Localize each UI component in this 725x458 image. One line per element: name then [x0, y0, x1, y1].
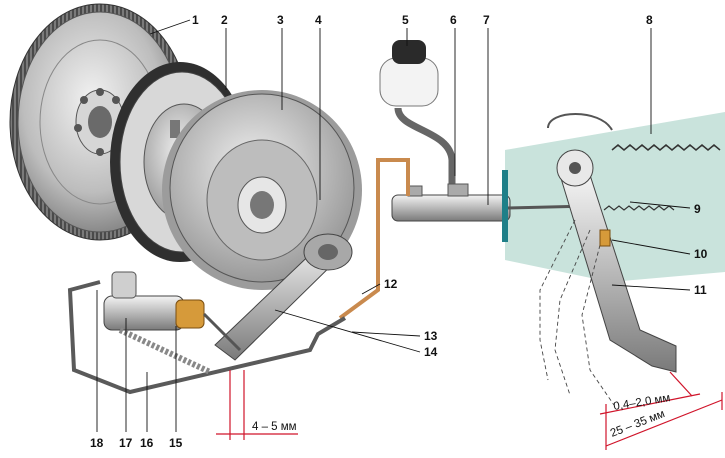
- hydraulic-pipe: [338, 158, 410, 320]
- callout-5: 5: [402, 13, 409, 27]
- pedal-stop-bolt: [599, 229, 611, 247]
- dimension-fork-label: 4 – 5 мм: [252, 421, 297, 433]
- callout-17: 17: [119, 436, 133, 450]
- callout-3: 3: [277, 13, 284, 27]
- return-spring: [611, 144, 721, 151]
- release-fork: [214, 233, 353, 361]
- callout-6: 6: [450, 13, 457, 27]
- leader-lines: [96, 19, 691, 432]
- pedal-outline-2: [581, 244, 615, 406]
- callout-10: 10: [694, 247, 708, 261]
- clutch-pedal: [547, 113, 677, 373]
- callout-1: 1: [192, 13, 199, 27]
- callout-15: 15: [169, 436, 183, 450]
- master-cylinder: [391, 170, 591, 242]
- slave-cylinder: [103, 271, 242, 375]
- callout-16: 16: [140, 436, 154, 450]
- callout-11: 11: [694, 283, 707, 297]
- callout-13: 13: [424, 329, 438, 343]
- pedal-outline-1: [554, 229, 591, 396]
- hose: [67, 280, 347, 395]
- callout-2: 2: [221, 13, 228, 27]
- callout-12: 12: [384, 277, 398, 291]
- callout-4: 4: [315, 13, 322, 27]
- background-panel: [505, 112, 725, 282]
- callout-14: 14: [424, 345, 438, 359]
- dimension-pedal-travel-label: 25 – 35 мм: [609, 408, 667, 440]
- callout-8: 8: [646, 13, 653, 27]
- callout-7: 7: [483, 13, 490, 27]
- pedal-outline-3: [539, 219, 576, 381]
- callout-18: 18: [90, 436, 104, 450]
- callout-9: 9: [694, 202, 701, 216]
- dimension-pedal: [599, 371, 723, 450]
- pedal-stop-spring: [603, 205, 675, 211]
- fluid-reservoir: [379, 40, 456, 188]
- dimension-fork: [216, 370, 298, 440]
